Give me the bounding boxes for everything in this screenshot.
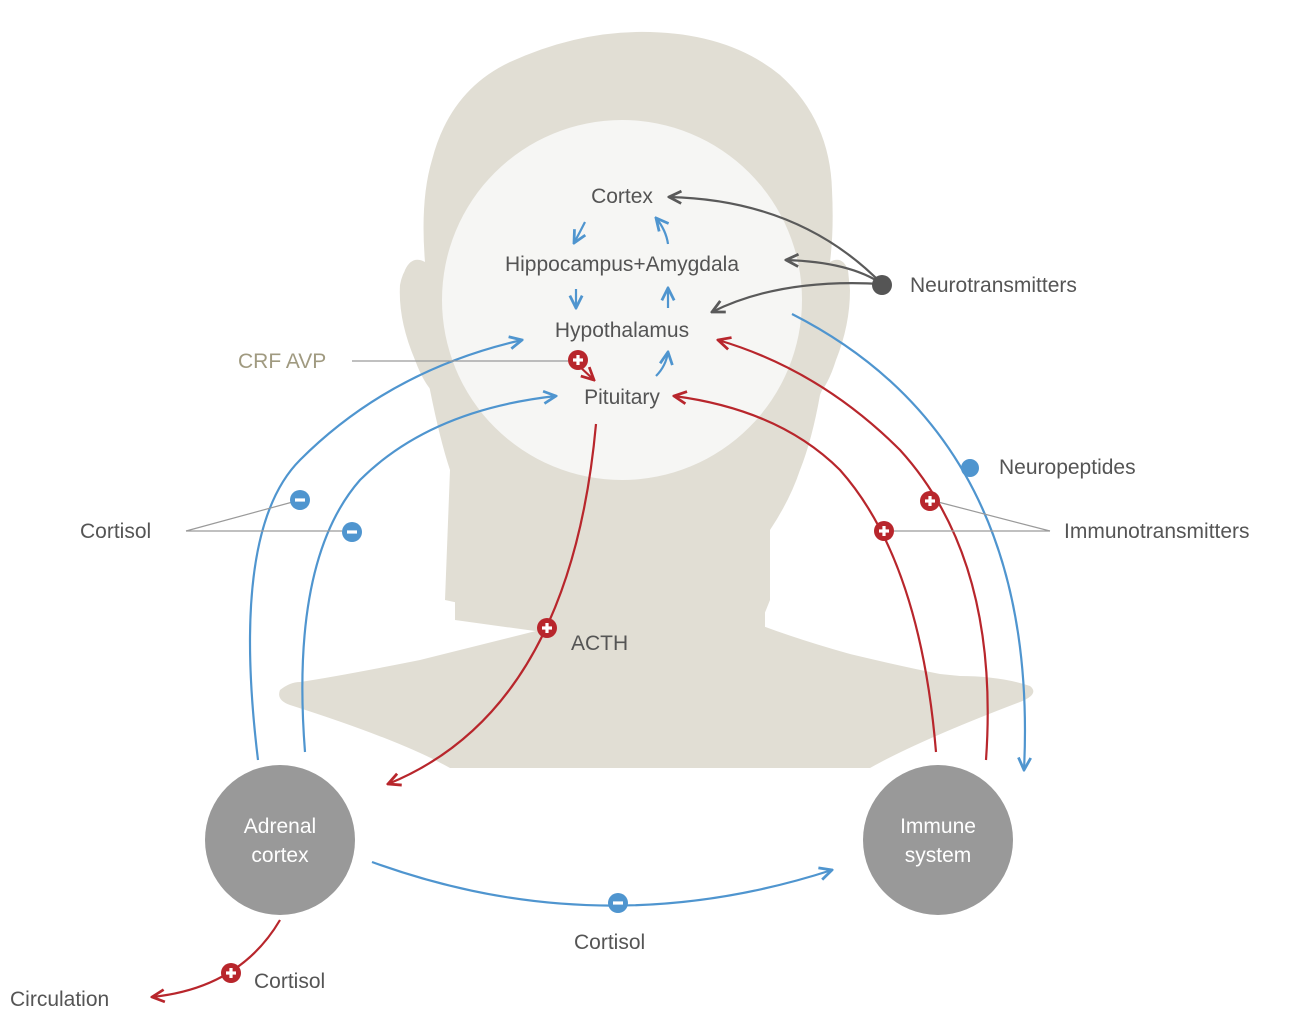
pituitary-label: Pituitary: [584, 386, 660, 409]
neuropeptides-label: Neuropeptides: [999, 456, 1136, 479]
cortisol-circulation-label: Cortisol: [254, 970, 325, 993]
brain-area: [442, 120, 802, 480]
hippocampus-amygdala-label: Hippocampus+Amygdala: [505, 253, 739, 276]
cortex-label: Cortex: [591, 185, 653, 208]
immunotransmitters-label: Immunotransmitters: [1064, 520, 1250, 543]
circulation-label: Circulation: [10, 988, 109, 1011]
adrenal-label-line2: cortex: [251, 844, 309, 867]
arrow-adrenal-to-immune: [372, 862, 832, 906]
cortisol-leader-1: [186, 500, 300, 531]
plus-circle-icon: [568, 350, 588, 370]
neurotransmitters-dot-icon: [872, 275, 892, 295]
cortisol-feedback-label: Cortisol: [80, 520, 151, 543]
plus-circle-icon: [537, 618, 557, 638]
adrenal-label-line1: Adrenal: [244, 815, 316, 838]
minus-circle-icon: [290, 490, 310, 510]
minus-circle-icon: [608, 893, 628, 913]
immune-label-line1: Immune: [900, 815, 976, 838]
neuropeptides-dot-icon: [961, 459, 979, 477]
plus-circle-icon: [920, 491, 940, 511]
neurotransmitters-label: Neurotransmitters: [910, 274, 1077, 297]
immune-label-line2: system: [905, 844, 972, 867]
cortisol-to-immune-label: Cortisol: [574, 931, 645, 954]
hypothalamus-label: Hypothalamus: [555, 319, 689, 342]
immunotransmitters-leader-1: [938, 502, 1050, 531]
acth-label: ACTH: [571, 632, 628, 655]
plus-circle-icon: [221, 963, 241, 983]
adrenal-cortex-node: Adrenal cortex: [205, 765, 355, 915]
crf-avp-label: CRF AVP: [238, 350, 326, 373]
immune-system-node: Immune system: [863, 765, 1013, 915]
plus-circle-icon: [874, 521, 894, 541]
minus-circle-icon: [342, 522, 362, 542]
